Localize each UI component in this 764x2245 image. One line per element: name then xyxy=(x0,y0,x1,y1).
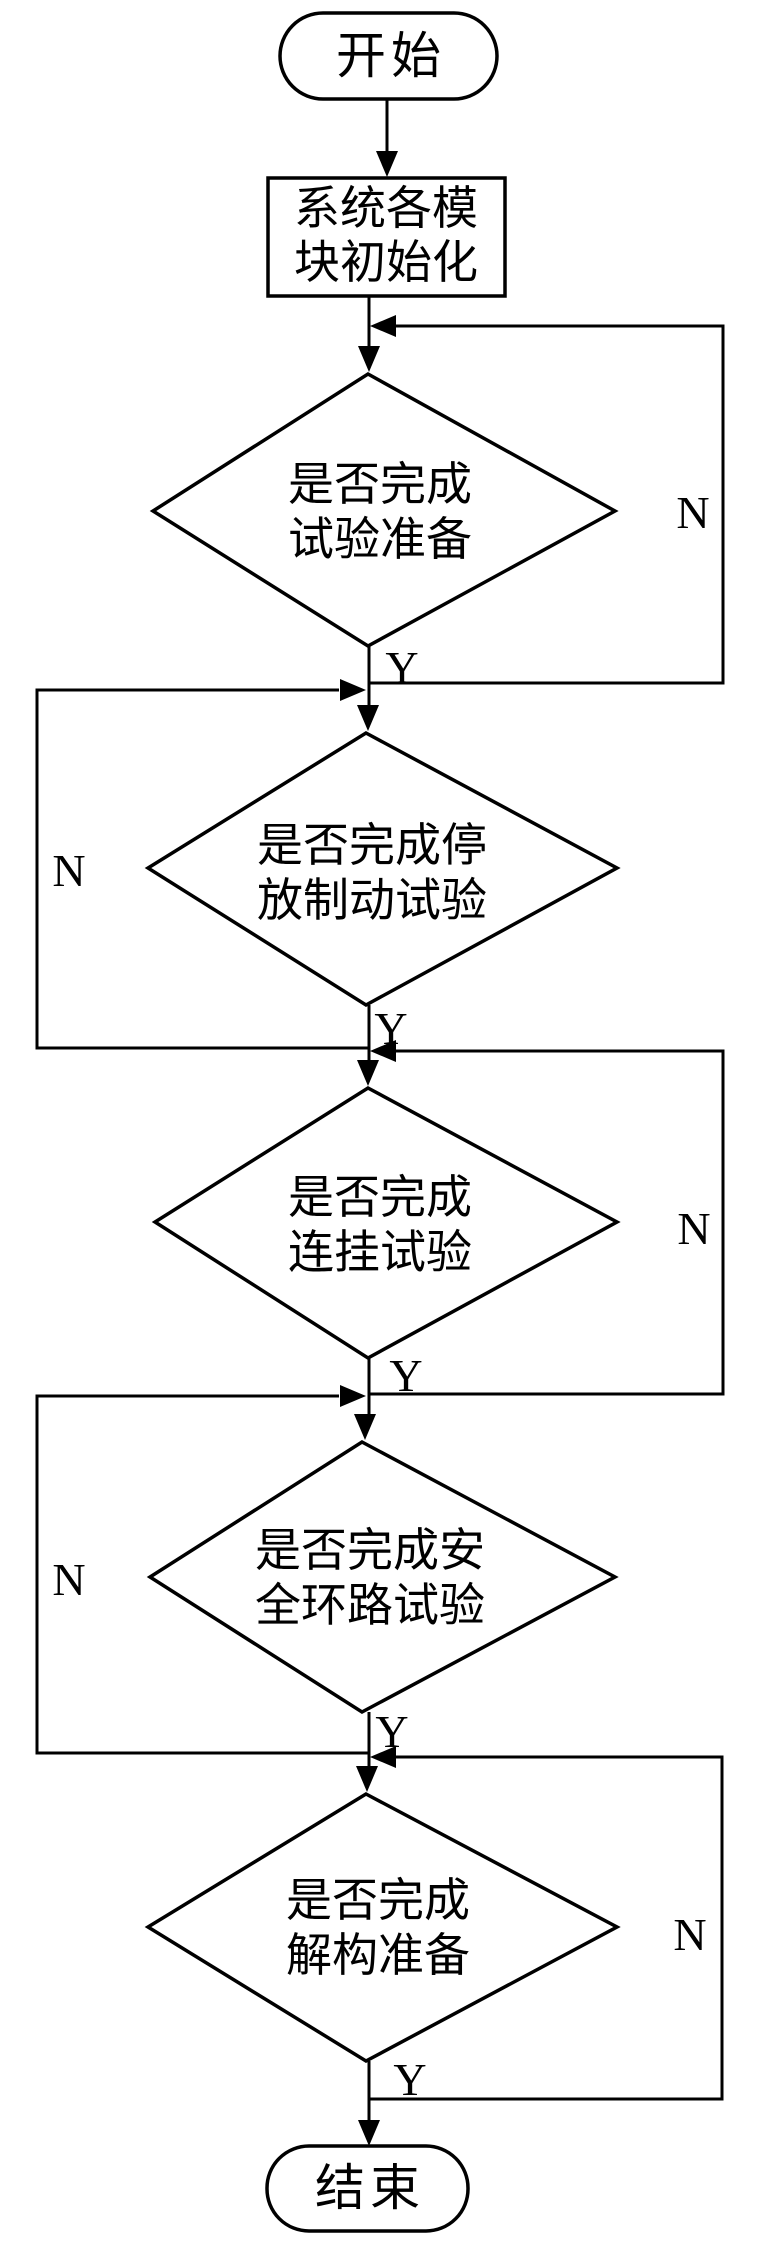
decision-2-line1: 是否完成停 xyxy=(257,820,487,871)
decision-2-no-label: N xyxy=(52,845,85,896)
edge-d1-no-loop xyxy=(369,324,725,685)
arrow-left-d5-return xyxy=(370,1746,396,1768)
decision-4-line2: 全环路试验 xyxy=(255,1580,485,1631)
arrow-right-d2-return xyxy=(340,679,366,701)
arrow-down-into-d2 xyxy=(357,705,379,731)
decision-4-line1: 是否完成安 xyxy=(255,1525,485,1576)
decision-2-line2: 放制动试验 xyxy=(257,875,487,926)
arrow-down-into-init xyxy=(376,151,398,177)
decision-1-no-label: N xyxy=(676,487,709,538)
process-label-line1: 系统各模 xyxy=(294,183,478,234)
process-label-line2: 块初始化 xyxy=(294,237,478,288)
node-start: 开始 xyxy=(278,11,499,101)
arrow-down-into-d5 xyxy=(356,1766,378,1792)
node-decision-3: 是否完成 连挂试验 Y N xyxy=(151,1085,711,1401)
end-label: 结束 xyxy=(315,2160,425,2216)
node-decision-2: 是否完成停 放制动试验 Y N xyxy=(52,730,621,1054)
arrow-down-into-d4 xyxy=(354,1414,376,1440)
process-box-shape xyxy=(266,176,507,298)
decision-3-line2: 连挂试验 xyxy=(288,1227,472,1278)
arrow-left-d1-return xyxy=(370,315,396,337)
arrow-down-into-d1 xyxy=(358,346,380,372)
edge-d4-no-loop xyxy=(35,1394,369,1755)
decision-4-shape xyxy=(146,1439,619,1715)
edge-d3-no-loop xyxy=(369,1049,725,1396)
end-terminator-shape xyxy=(265,2144,470,2233)
decision-5-yes-label: Y xyxy=(393,2054,426,2105)
edge-d5-no-loop xyxy=(369,1755,724,2101)
decision-5-no-label: N xyxy=(673,1909,706,1960)
decision-5-line2: 解构准备 xyxy=(286,1930,470,1981)
decision-4-no-label: N xyxy=(52,1554,85,1605)
decision-5-shape xyxy=(144,1791,621,2064)
decision-1-line2: 试验准备 xyxy=(288,514,472,565)
edge-d2-no-loop xyxy=(35,688,369,1050)
decision-3-no-label: N xyxy=(677,1203,710,1254)
node-init-process: 系统各模 块初始化 xyxy=(266,176,507,298)
arrow-left-d3-return xyxy=(370,1040,396,1062)
decision-1-shape xyxy=(149,371,619,649)
decision-5-line1: 是否完成 xyxy=(286,1875,470,1926)
start-label: 开始 xyxy=(336,28,446,84)
decision-3-line1: 是否完成 xyxy=(288,1172,472,1223)
start-terminator-shape xyxy=(278,11,499,101)
decision-1-line1: 是否完成 xyxy=(288,459,472,510)
decision-3-yes-label: Y xyxy=(389,1350,422,1401)
decision-4-yes-label: Y xyxy=(375,1706,408,1757)
decision-1-yes-label: Y xyxy=(385,642,418,693)
edges xyxy=(35,99,725,2146)
node-decision-5: 是否完成 解构准备 Y N xyxy=(144,1791,707,2105)
arrow-down-into-end xyxy=(358,2120,380,2146)
arrow-down-into-d3 xyxy=(357,1060,379,1086)
arrow-right-d4-return xyxy=(340,1385,366,1407)
node-end: 结束 xyxy=(265,2144,470,2233)
node-decision-1: 是否完成 试验准备 Y N xyxy=(149,371,710,693)
decision-2-yes-label: Y xyxy=(374,1003,407,1054)
decision-3-shape xyxy=(151,1085,621,1361)
node-decision-4: 是否完成安 全环路试验 Y N xyxy=(52,1439,619,1757)
decision-2-shape xyxy=(144,730,621,1008)
